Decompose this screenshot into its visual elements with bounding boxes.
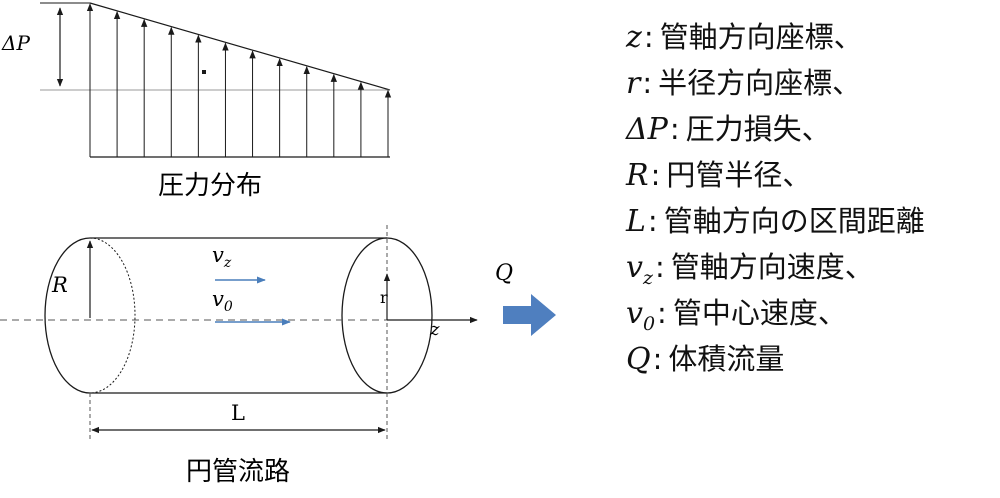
legend-item: vz:管軸方向速度、	[626, 244, 925, 290]
legend-colon: :	[642, 66, 653, 100]
legend-colon: :	[657, 296, 667, 330]
radius-label: R	[51, 273, 68, 297]
pipe-left-end-front	[44, 237, 91, 394]
z-axis-label: z	[429, 319, 440, 340]
legend-description: 管中心速度、	[672, 296, 847, 330]
legend-description: 圧力損失、	[685, 112, 831, 146]
legend-symbol: R	[626, 158, 649, 193]
pressure-caption: 圧力分布	[158, 171, 262, 201]
legend-symbol: v0	[626, 296, 656, 335]
pipe-cylinder: R vz v0 r z L 円管流路	[0, 225, 478, 487]
legend-colon: :	[669, 112, 680, 146]
legend-description: 円管半径、	[666, 158, 812, 192]
r-axis-label: r	[380, 288, 388, 307]
legend-colon: :	[643, 20, 654, 54]
legend-item: v0:管中心速度、	[626, 290, 925, 336]
legend-symbol: Q	[626, 342, 651, 377]
legend-description: 管軸方向座標、	[659, 20, 863, 54]
pressure-distribution: ΔP 圧力分布	[1, 2, 392, 201]
center-dot	[202, 70, 206, 74]
legend-item: L:管軸方向の区間距離	[626, 198, 925, 244]
variable-legend: z:管軸方向座標、r:半径方向座標、ΔP:圧力損失、R:円管半径、L:管軸方向の…	[626, 14, 925, 382]
legend-description: 半径方向座標、	[658, 66, 862, 100]
q-label: Q	[495, 261, 513, 286]
legend-description: 管軸方向の区間距離	[663, 204, 925, 238]
length-label: L	[231, 401, 245, 425]
pipe-left-end-back	[89, 237, 136, 394]
pipe-flow-diagram: ΔP 圧力分布 R vz v0 r z L 円管流路 Q	[0, 2, 556, 487]
legend-colon: :	[652, 342, 663, 376]
pressure-gradient-line	[89, 2, 391, 91]
legend-item: R:円管半径、	[626, 152, 925, 198]
legend-item: ΔP:圧力損失、	[626, 106, 925, 152]
flow-block-arrow-icon	[503, 294, 556, 336]
pipe-caption: 円管流路	[186, 457, 290, 487]
legend-symbol: r	[626, 66, 641, 101]
legend-symbol: z	[626, 20, 642, 55]
legend-symbol: L	[626, 204, 646, 239]
legend-item: z:管軸方向座標、	[626, 14, 925, 60]
legend-colon: :	[650, 158, 661, 192]
legend-colon: :	[654, 250, 665, 284]
pressure-arrows	[86, 3, 392, 157]
legend-symbol: vz	[626, 250, 653, 289]
legend-symbol: ΔP	[626, 112, 668, 147]
v0-label: v0	[212, 287, 233, 315]
legend-item: Q:体積流量	[626, 336, 925, 382]
legend-colon: :	[647, 204, 658, 238]
delta-p-label: ΔP	[1, 31, 30, 55]
legend-description: 体積流量	[668, 342, 785, 376]
legend-description: 管軸方向速度、	[670, 250, 874, 284]
legend-item: r:半径方向座標、	[626, 60, 925, 106]
vz-label: vz	[212, 243, 232, 271]
